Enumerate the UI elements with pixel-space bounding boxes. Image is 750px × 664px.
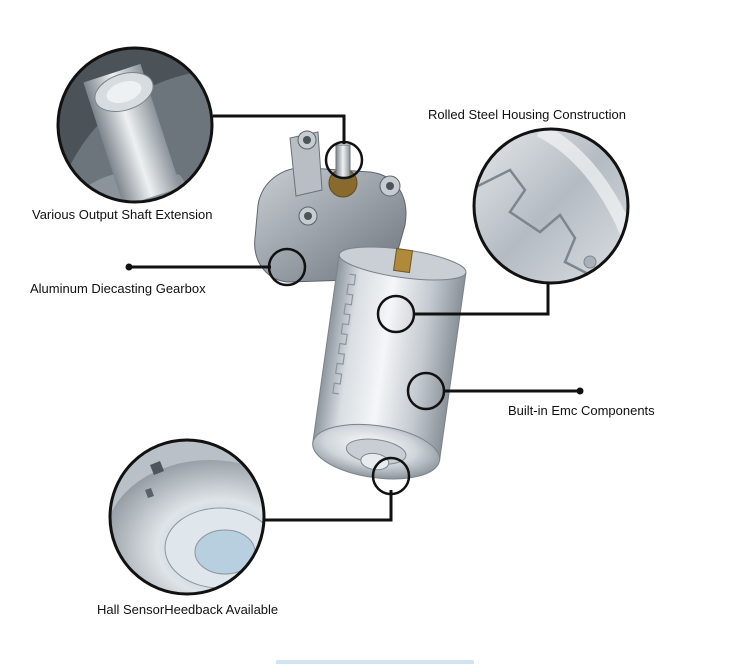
shaft-connector bbox=[213, 114, 346, 144]
zoom-shaft bbox=[56, 46, 214, 204]
output-shaft bbox=[335, 144, 351, 180]
marker-circles bbox=[267, 140, 446, 496]
label-housing: Rolled Steel Housing Construction bbox=[428, 107, 626, 122]
label-gearbox: Aluminum Diecasting Gearbox bbox=[30, 281, 206, 296]
motor-photo bbox=[254, 130, 467, 480]
hall-marker bbox=[371, 456, 411, 496]
emc-connector-dot bbox=[576, 387, 584, 395]
gearbox-marker bbox=[267, 247, 307, 287]
gearbox-connector-dot bbox=[125, 263, 133, 271]
zoom-housing bbox=[472, 127, 630, 285]
zoom-hall bbox=[108, 438, 266, 596]
housing-marker bbox=[376, 294, 416, 334]
housing-connector bbox=[414, 278, 550, 316]
connector-lines bbox=[129, 114, 580, 522]
shaft-marker bbox=[324, 140, 364, 180]
label-emc-components: Built-in Emc Components bbox=[508, 403, 655, 418]
emc-marker bbox=[406, 371, 446, 411]
label-hall-sensor: Hall SensorHeedback Available bbox=[97, 602, 279, 617]
label-output-shaft: Various Output Shaft Extension bbox=[32, 207, 213, 222]
bottom-bar bbox=[276, 660, 474, 664]
hall-connector bbox=[263, 490, 393, 522]
